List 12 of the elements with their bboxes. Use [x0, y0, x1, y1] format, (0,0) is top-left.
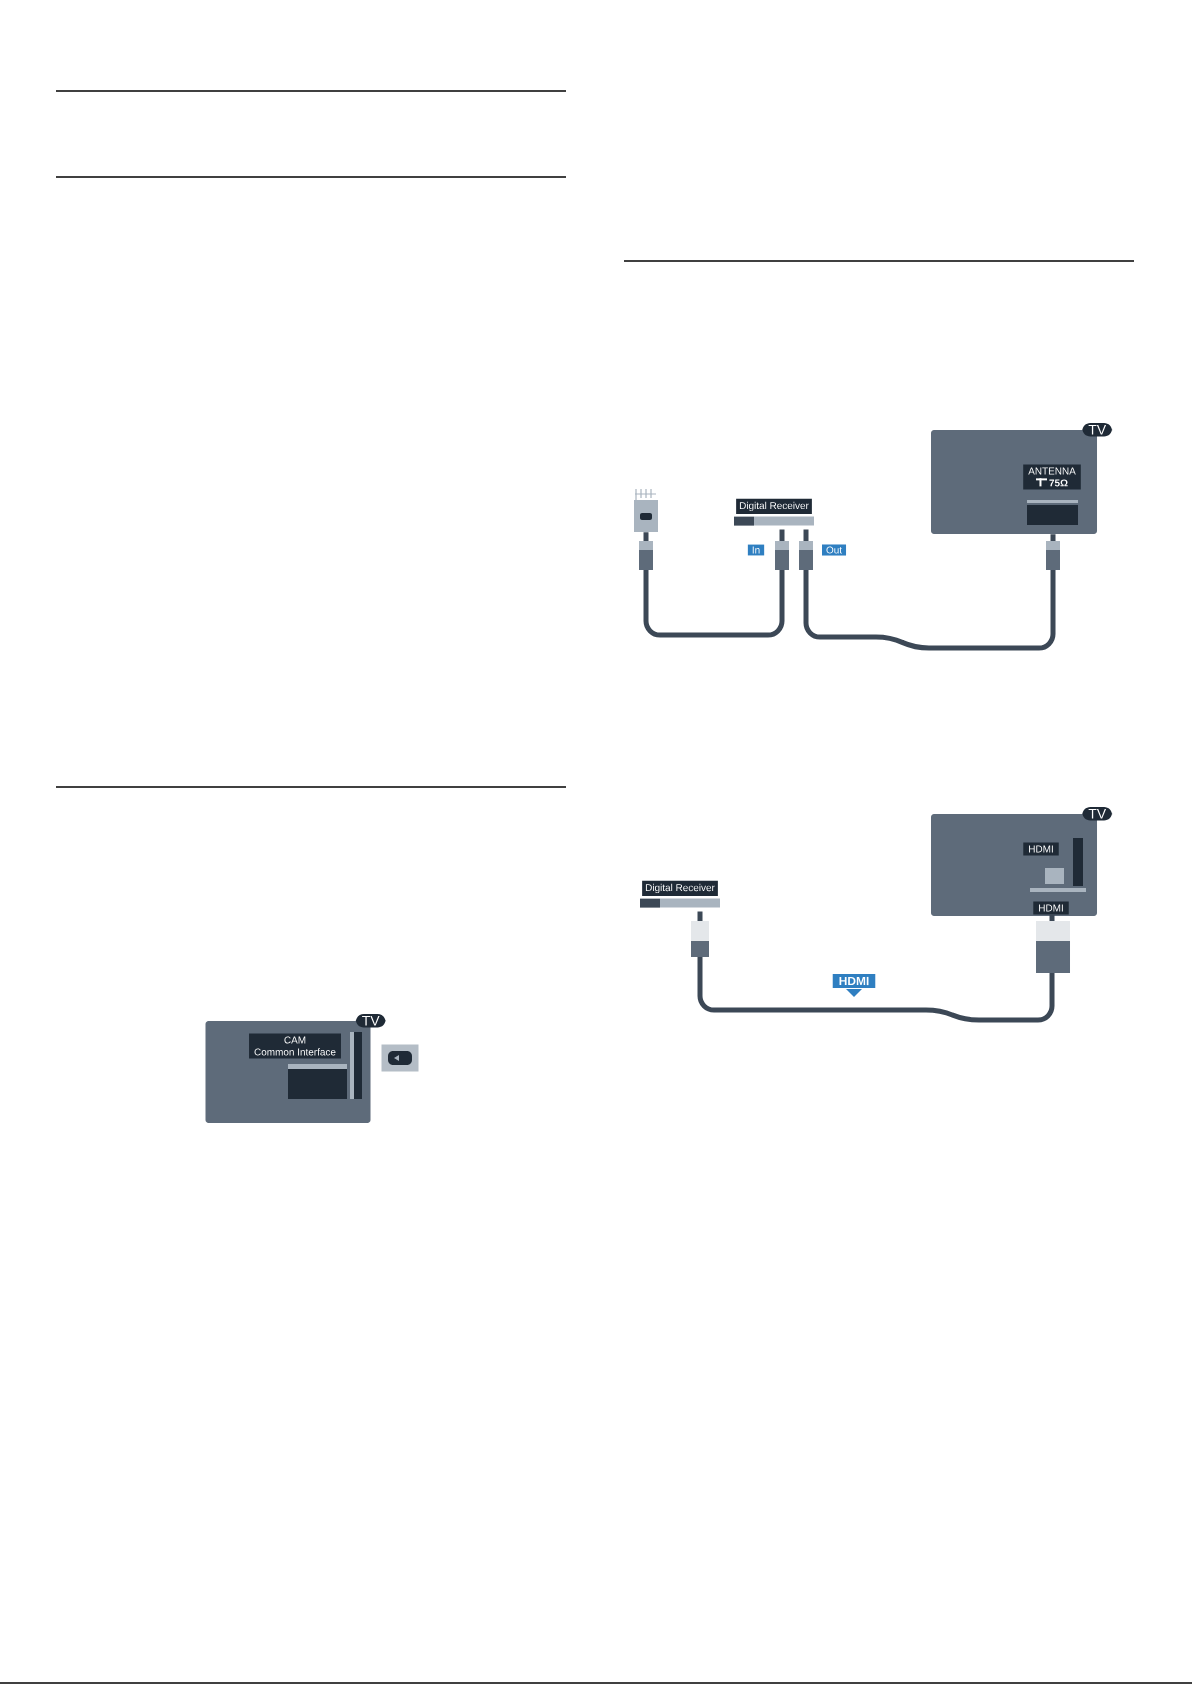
cable [697, 911, 1055, 1023]
cable [643, 529, 785, 638]
digital-receiver: Digital Receiver [734, 498, 814, 526]
cable [803, 529, 1056, 651]
port-callout: ANTENNA 75Ω [1023, 464, 1081, 490]
digital-receiver: Digital Receiver [640, 880, 720, 908]
cable-label: HDMI [832, 973, 876, 997]
port-tag: Out [822, 544, 847, 556]
port-callout: CAM Common Interface [249, 1033, 341, 1059]
port-tag: In [747, 544, 765, 556]
wall-socket [634, 488, 658, 532]
cam-card [381, 1044, 419, 1072]
